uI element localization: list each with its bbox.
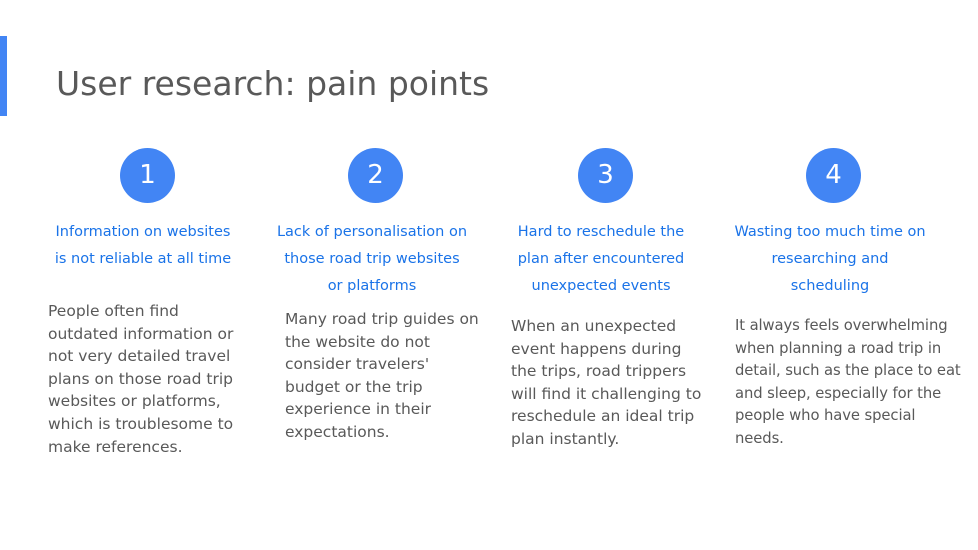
number-badge-2: 2	[348, 148, 403, 203]
headline-line: those road trip websites	[284, 251, 460, 267]
description-line: detail, such as the place to eat	[735, 362, 961, 380]
headline-line: Lack of personalisation on	[276, 224, 468, 240]
pain-point-headline-1: Information on websites is not reliable …	[37, 219, 249, 273]
slide-title: User research: pain points	[56, 64, 490, 103]
headline-line: is not reliable at all time	[54, 251, 232, 267]
number-badge-1: 1	[120, 148, 175, 203]
description-line: When an unexpected	[511, 317, 677, 335]
pain-point-description-2: Many road trip guides on the website do …	[285, 308, 505, 444]
description-line: plan instantly.	[511, 429, 620, 448]
description-line: needs.	[735, 429, 784, 447]
description-line: the website do not	[285, 332, 430, 351]
description-line: people who have special	[735, 407, 916, 425]
description-line: will find it challenging to	[511, 384, 702, 403]
accent-bar	[0, 36, 7, 116]
headline-line: Wasting too much time on	[734, 224, 926, 240]
description-line: People often find	[48, 302, 179, 320]
description-line: which is troublesome to	[48, 414, 234, 433]
pain-point-headline-3: Hard to reschedule the plan after encoun…	[493, 219, 709, 300]
pain-point-description-4: It always feels overwhelming when planni…	[735, 315, 975, 451]
number-badge-3: 3	[578, 148, 633, 203]
description-line: when planning a road trip in	[735, 339, 942, 357]
description-line: not very detailed travel	[48, 347, 231, 366]
headline-line: Hard to reschedule the	[517, 224, 685, 240]
pain-point-description-3: When an unexpected event happens during …	[511, 315, 726, 451]
description-line: consider travelers'	[285, 355, 430, 374]
description-line: It always feels overwhelming	[735, 317, 948, 334]
description-line: and sleep, especially for the	[735, 384, 942, 402]
pain-point-description-1: People often find outdated information o…	[48, 300, 268, 458]
description-line: outdated information or	[48, 324, 234, 343]
headline-line: Information on websites	[55, 224, 231, 240]
description-line: budget or the trip	[285, 377, 423, 396]
description-line: reschedule an ideal trip	[511, 407, 695, 426]
headline-line: unexpected events	[531, 278, 671, 294]
description-line: Many road trip guides on	[285, 310, 479, 328]
description-line: plans on those road trip	[48, 369, 234, 388]
description-line: the trips, road trippers	[511, 362, 687, 381]
number-badge-4: 4	[806, 148, 861, 203]
description-line: experience in their	[285, 400, 432, 419]
headline-line: or platforms	[327, 278, 417, 294]
headline-line: plan after encountered	[517, 251, 685, 267]
description-line: expectations.	[285, 422, 390, 441]
pain-point-headline-4: Wasting too much time on researching and…	[724, 219, 936, 300]
description-line: websites or platforms,	[48, 392, 221, 411]
headline-line: scheduling	[790, 278, 870, 294]
description-line: make references.	[48, 437, 183, 456]
pain-point-headline-2: Lack of personalisation on those road tr…	[263, 219, 481, 300]
description-line: event happens during	[511, 339, 682, 358]
headline-line: researching and	[771, 251, 889, 267]
